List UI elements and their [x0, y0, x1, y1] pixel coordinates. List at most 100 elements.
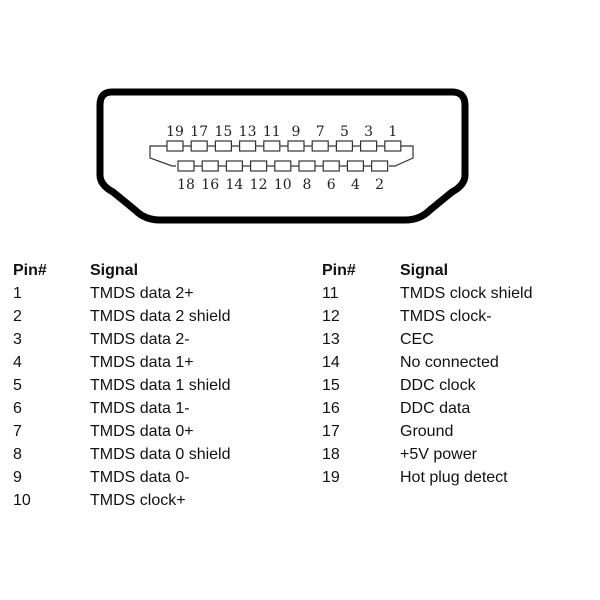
pin-signal: TMDS data 1 shield	[90, 377, 231, 394]
pin-contour	[149, 145, 414, 167]
table-row: 5 TMDS data 1 shield	[13, 374, 313, 397]
pin-number: 11	[322, 285, 339, 302]
pin-table-right: Pin# Signal 11 TMDS clock shield 12 TMDS cl…	[322, 259, 592, 489]
pin-signal: +5V power	[400, 446, 477, 463]
table-row: 9 TMDS data 0-	[13, 466, 313, 489]
pin-label: 8	[303, 177, 312, 193]
table-row: 13 CEC	[322, 328, 592, 351]
pin-signal: DDC clock	[400, 377, 476, 394]
pin-label: 14	[225, 177, 243, 193]
pin-contact	[274, 160, 292, 172]
header-pin: Pin#	[322, 262, 356, 279]
pin-number: 9	[13, 469, 22, 486]
pin-signal: TMDS data 2 shield	[90, 308, 231, 325]
pin-label: 10	[274, 177, 292, 193]
pin-label: 1	[388, 124, 397, 140]
pin-signal: TMDS data 1-	[90, 400, 190, 417]
pin-contact	[166, 140, 184, 152]
pin-label: 13	[239, 124, 257, 140]
pin-label: 16	[201, 177, 219, 193]
pin-label: 17	[190, 124, 208, 140]
pin-number: 17	[322, 423, 340, 440]
pin-signal: TMDS clock shield	[400, 285, 533, 302]
pin-number: 12	[322, 308, 340, 325]
table-row: 11 TMDS clock shield	[322, 282, 592, 305]
pin-signal: DDC data	[400, 400, 471, 417]
pin-number: 19	[322, 469, 340, 486]
pin-number: 4	[13, 354, 22, 371]
table-row: 17 Ground	[322, 420, 592, 443]
pin-number: 10	[13, 492, 31, 509]
table-row: 18 +5V power	[322, 443, 592, 466]
header-signal: Signal	[400, 262, 449, 279]
pin-number: 13	[322, 331, 340, 348]
pin-signal: TMDS clock-	[400, 308, 492, 325]
pin-label: 6	[327, 177, 336, 193]
pin-contact	[214, 140, 232, 152]
table-header: Pin# Signal	[322, 259, 592, 282]
pin-label: 4	[351, 177, 360, 193]
pin-number: 15	[322, 377, 340, 394]
pin-contact	[298, 160, 316, 172]
pin-label: 5	[340, 124, 349, 140]
table-row: 15 DDC clock	[322, 374, 592, 397]
pin-signal: TMDS data 2+	[90, 285, 194, 302]
pin-number: 5	[13, 377, 22, 394]
pin-contact	[201, 160, 219, 172]
pin-contact	[384, 140, 402, 152]
pin-number: 2	[13, 308, 22, 325]
pin-number: 1	[13, 285, 22, 302]
connector-outline	[96, 88, 469, 224]
header-pin: Pin#	[13, 262, 47, 279]
pin-table-left: Pin# Signal 1 TMDS data 2+ 2 TMDS data 2 sh…	[13, 259, 313, 512]
pin-label: 11	[263, 124, 281, 140]
pin-contact	[322, 160, 340, 172]
pin-signal: Hot plug detect	[400, 469, 508, 486]
pin-contact	[335, 140, 353, 152]
pin-signal: TMDS data 1+	[90, 354, 194, 371]
table-row: 19 Hot plug detect	[322, 466, 592, 489]
pin-signal: No connected	[400, 354, 499, 371]
table-row: 4 TMDS data 1+	[13, 351, 313, 374]
pin-contact	[239, 140, 257, 152]
pin-number: 16	[322, 400, 340, 417]
pin-contact	[225, 160, 243, 172]
pin-contact	[360, 140, 378, 152]
pin-label: 15	[214, 124, 232, 140]
pin-signal: TMDS data 0 shield	[90, 446, 231, 463]
table-header: Pin# Signal	[13, 259, 313, 282]
table-row: 1 TMDS data 2+	[13, 282, 313, 305]
pin-label: 12	[250, 177, 268, 193]
pin-label: 7	[316, 124, 325, 140]
pin-signal: TMDS data 0+	[90, 423, 194, 440]
pin-signal: CEC	[400, 331, 434, 348]
pin-label: 9	[292, 124, 301, 140]
pin-label: 18	[177, 177, 195, 193]
pin-signal: TMDS data 2-	[90, 331, 190, 348]
pin-signal: TMDS data 0-	[90, 469, 190, 486]
table-row: 12 TMDS clock-	[322, 305, 592, 328]
pin-number: 3	[13, 331, 22, 348]
table-row: 14 No connected	[322, 351, 592, 374]
pin-contact	[250, 160, 268, 172]
pin-contact	[287, 140, 305, 152]
header-signal: Signal	[90, 262, 139, 279]
pin-number: 18	[322, 446, 340, 463]
pin-contact	[177, 160, 195, 172]
table-row: 16 DDC data	[322, 397, 592, 420]
pin-label: 3	[364, 124, 373, 140]
table-row: 6 TMDS data 1-	[13, 397, 313, 420]
pin-label: 2	[375, 177, 384, 193]
pin-contact	[346, 160, 364, 172]
pin-signal: TMDS clock+	[90, 492, 186, 509]
pin-contact	[371, 160, 389, 172]
table-row: 3 TMDS data 2-	[13, 328, 313, 351]
pin-contact	[263, 140, 281, 152]
pin-signal: Ground	[400, 423, 454, 440]
pin-number: 6	[13, 400, 22, 417]
pin-number: 14	[322, 354, 340, 371]
pin-label: 19	[166, 124, 184, 140]
